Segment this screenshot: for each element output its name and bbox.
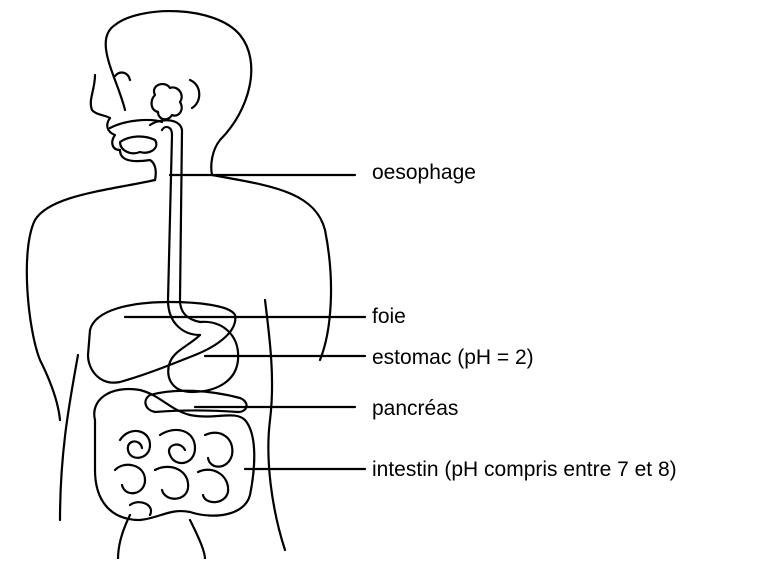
pancreas-drawing (145, 391, 246, 412)
label-intestin: intestin (pH compris entre 7 et 8) (372, 459, 677, 480)
label-foie: foie (372, 306, 406, 327)
liver-drawing (88, 302, 235, 383)
label-oesophage: oesophage (372, 162, 476, 183)
large-intestine-drawing (94, 389, 254, 520)
label-estomac: estomac (pH = 2) (372, 347, 534, 368)
label-pancreas: pancréas (372, 398, 458, 419)
body-outline (27, 11, 331, 559)
small-intestine-drawing (115, 430, 232, 515)
